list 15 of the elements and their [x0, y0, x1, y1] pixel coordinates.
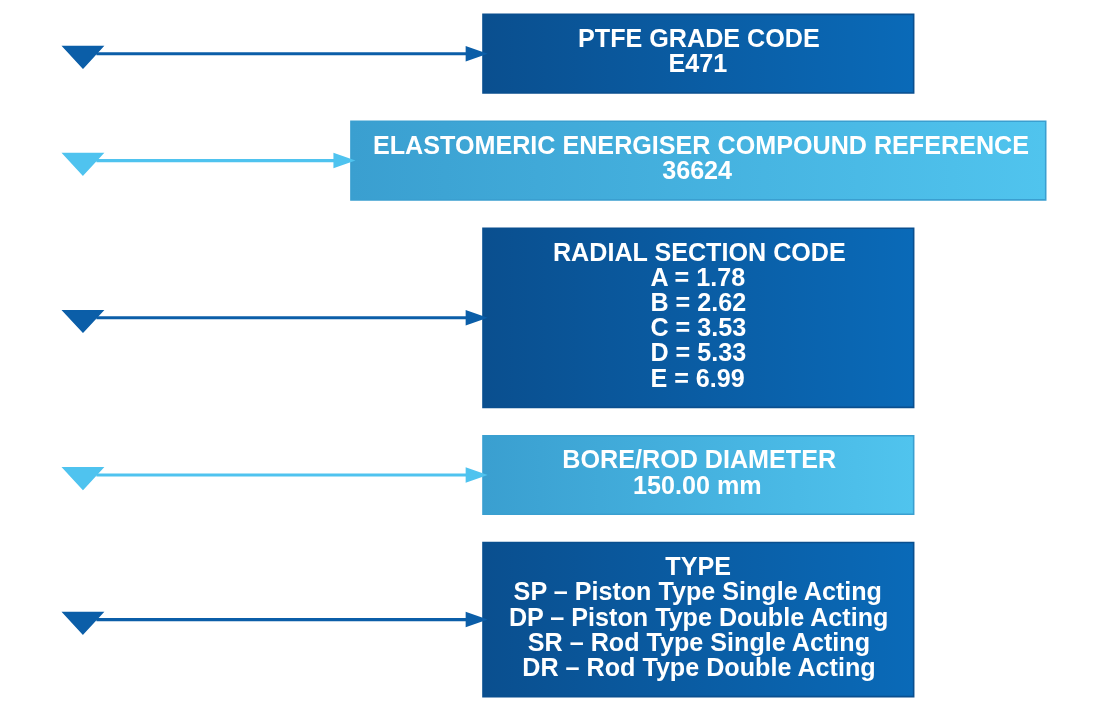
arrow: [95, 46, 488, 62]
node-triangle: [61, 152, 104, 176]
node-triangle: [61, 467, 104, 491]
arrow: [95, 611, 488, 628]
arrow: [95, 467, 488, 483]
node-triangle: [61, 309, 104, 334]
node-box: ELASTOMERIC ENERGISER COMPOUND REFERENCE 36624: [349, 120, 1046, 201]
node-box: RADIAL SECTION CODE A = 1.78 B = 2.62 C = 3.53 D = 5.33 E = 6.99: [481, 227, 914, 409]
node-box: TYPE SP – Piston Type Single Acting DP – Piston Type Double Acting SR – Rod Type Single Acting DR – Rod Type Double Acting: [481, 541, 914, 698]
node-triangle: [61, 611, 104, 635]
node-triangle: [61, 45, 104, 69]
node-box: BORE/ROD DIAMETER 150.00 mm: [481, 434, 914, 516]
arrow: [95, 152, 355, 169]
node-box: PTFE GRADE CODE E471: [481, 13, 914, 94]
arrow: [95, 310, 488, 326]
